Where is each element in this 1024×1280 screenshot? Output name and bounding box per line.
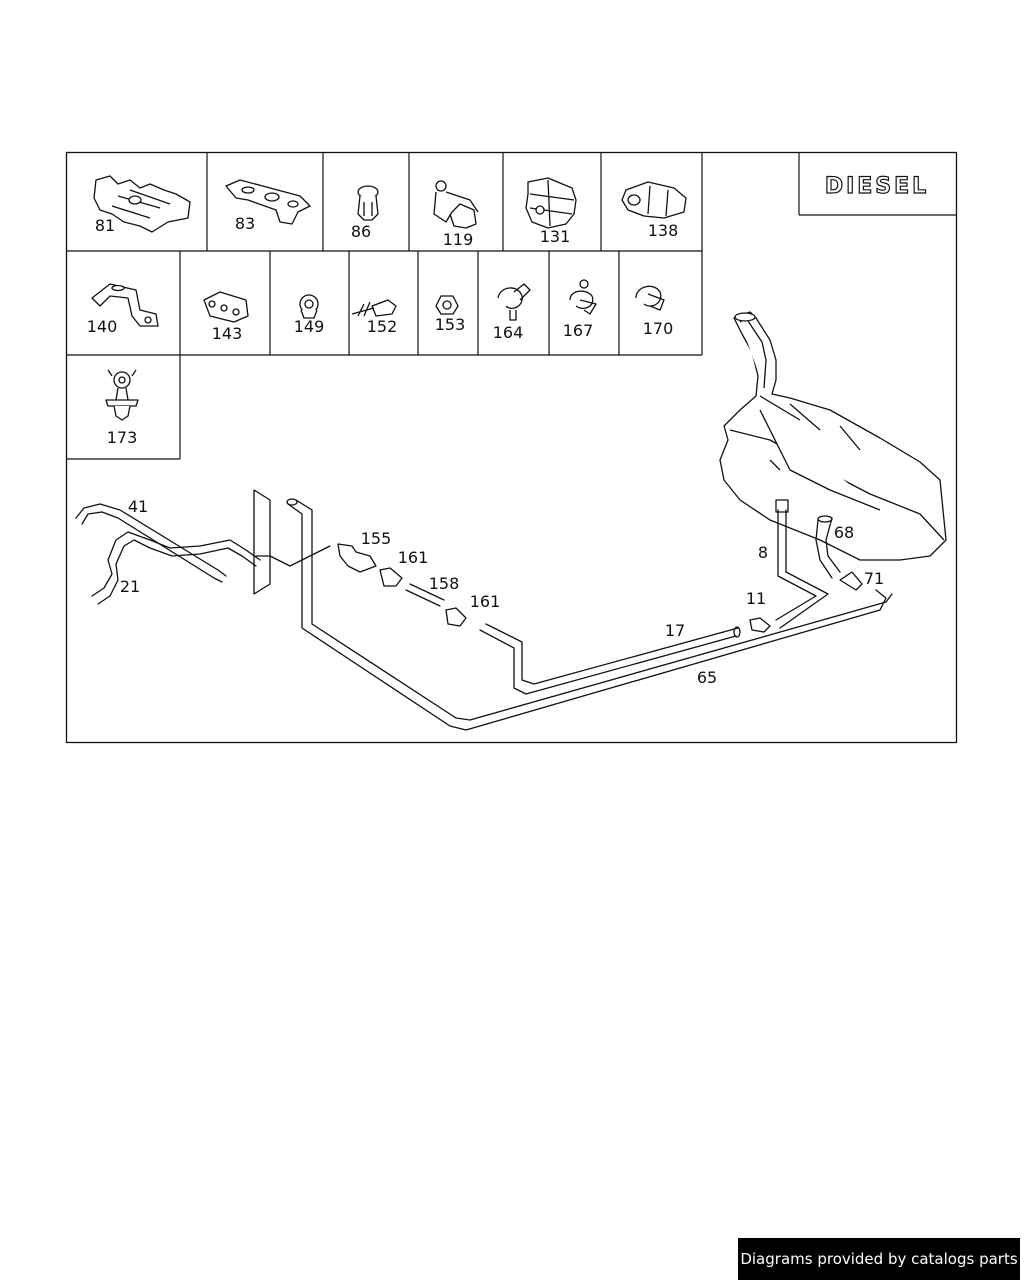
callout-71: 71 [864, 569, 884, 588]
callout-65: 65 [697, 668, 717, 687]
legend-label-86: 86 [351, 222, 371, 241]
line-holder-icon [621, 181, 687, 219]
legend-label-164: 164 [493, 323, 524, 342]
legend-grid [66, 152, 957, 460]
callout-11: 11 [746, 589, 766, 608]
callout-155: 155 [361, 529, 392, 548]
callout-161-upper: 161 [398, 548, 429, 567]
clamp-plate-icon [225, 179, 311, 225]
legend-label-83: 83 [235, 214, 255, 233]
callout-8: 8 [758, 543, 768, 562]
callout-21: 21 [120, 577, 140, 596]
grommet-icon [299, 294, 319, 319]
callout-labels: 41 21 155 161 158 161 17 11 8 68 71 65 [120, 497, 884, 687]
nut-icon [435, 295, 459, 315]
screw-icon [351, 299, 397, 317]
legend-label-173: 173 [107, 428, 138, 447]
legend-label-119: 119 [443, 230, 474, 249]
legend-label-170: 170 [643, 319, 674, 338]
credit-text: Diagrams provided by catalogs parts [740, 1250, 1018, 1268]
push-clip-icon [105, 369, 139, 421]
legend-icons [91, 175, 687, 421]
legend-label-152: 152 [367, 317, 398, 336]
rubber-mount-icon [203, 291, 249, 323]
legend-label-138: 138 [648, 221, 679, 240]
legend-label-153: 153 [435, 315, 466, 334]
diagram-frame [65, 151, 958, 744]
legend-label-167: 167 [563, 321, 594, 340]
legend-labels: 81 83 86 119 131 138 140 143 149 152 153… [87, 214, 679, 447]
plug-clip-icon [357, 185, 379, 221]
callout-158: 158 [429, 574, 460, 593]
callout-17: 17 [665, 621, 685, 640]
callout-41: 41 [128, 497, 148, 516]
support-bracket-icon [93, 175, 191, 233]
callout-68: 68 [834, 523, 854, 542]
bracket-icon [91, 283, 159, 327]
legend-label-131: 131 [540, 227, 571, 246]
line-holder-icon [525, 177, 577, 229]
bracket-holder-icon [433, 180, 479, 229]
fuel-tank [719, 311, 947, 561]
fuel-lines [75, 489, 893, 731]
legend-label-143: 143 [212, 324, 243, 343]
clip-icon [635, 285, 665, 311]
credit-badge: Diagrams provided by catalogs parts [738, 1238, 1020, 1280]
legend-label-140: 140 [87, 317, 118, 336]
legend-label-149: 149 [294, 317, 325, 336]
callout-161-lower: 161 [470, 592, 501, 611]
legend-label-81: 81 [95, 216, 115, 235]
clip-icon [497, 283, 531, 321]
clip-icon [569, 279, 597, 315]
diesel-tag: DIESEL [825, 174, 929, 199]
